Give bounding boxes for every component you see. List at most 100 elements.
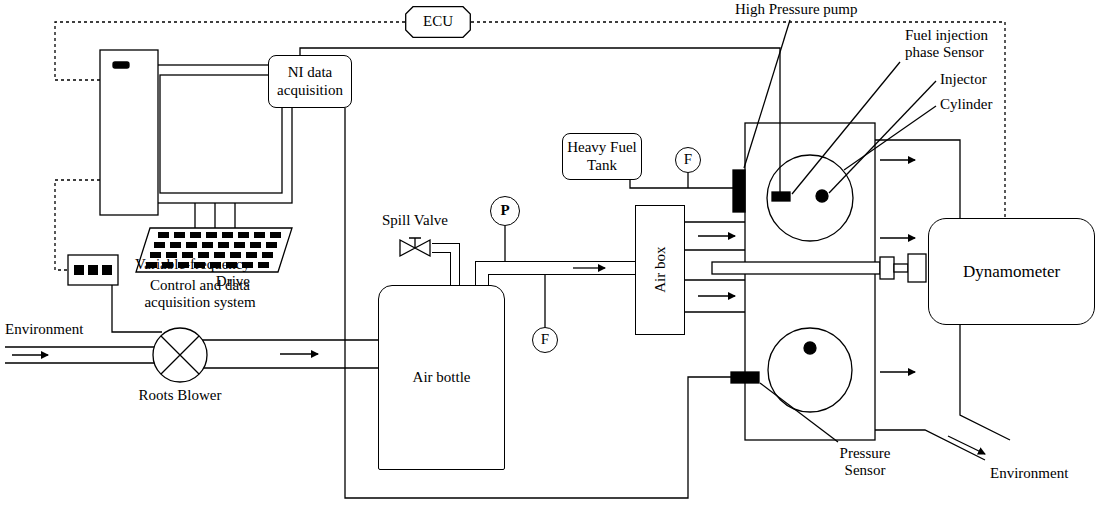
vfd-indicator — [88, 265, 98, 275]
coupling — [894, 264, 908, 272]
keyboard-key — [174, 232, 185, 238]
flow-arrow — [880, 371, 915, 372]
tower-button — [113, 62, 129, 68]
keyboard-key — [258, 262, 269, 268]
part-label: Control and data acquisition system — [125, 277, 275, 312]
leader-line — [844, 106, 936, 170]
pipe-bore — [482, 268, 635, 285]
vfd-indicator — [102, 265, 112, 275]
part-label: Injector — [940, 71, 987, 88]
vfd-box — [68, 255, 118, 285]
air-box: Air box — [635, 205, 685, 335]
leader-line — [760, 383, 838, 442]
node-label: NI data acquisition — [272, 64, 348, 99]
cylinder — [768, 328, 852, 412]
monitor-screen — [160, 75, 282, 193]
node-label: Air bottle — [413, 369, 471, 386]
coupling — [908, 254, 926, 282]
blower-pipe — [202, 340, 378, 368]
part-label: Variable-frequency Drive — [122, 256, 250, 291]
flow-meter: F — [532, 327, 558, 353]
fuel-tank-box: Heavy Fuel Tank — [562, 133, 642, 180]
keyboard-key — [238, 232, 249, 238]
high-pressure-pump — [733, 170, 745, 212]
flow-arrow — [12, 354, 48, 355]
node-label: Air box — [651, 247, 668, 293]
phase-sensor — [772, 192, 790, 201]
connector-line — [471, 22, 1005, 218]
node-label: F — [541, 331, 549, 348]
keyboard-key — [262, 252, 273, 258]
keyboard-key — [222, 232, 233, 238]
fuel-line — [630, 180, 733, 188]
keyboard-key — [202, 242, 213, 248]
signal-wire — [345, 108, 731, 498]
crankshaft — [712, 262, 880, 274]
keyboard-key — [206, 232, 217, 238]
flow-arrow — [698, 235, 735, 236]
pressure-sensor — [731, 372, 759, 383]
keyboard-key — [170, 242, 181, 248]
injector — [816, 190, 828, 202]
node-label: Dynamometer — [963, 262, 1060, 282]
node-label: Heavy Fuel Tank — [566, 139, 638, 174]
air-pipe — [482, 268, 635, 285]
daq-box: NI data acquisition — [268, 55, 352, 108]
pipe-wall — [482, 268, 635, 285]
valve-pipe-bore — [432, 248, 455, 285]
flow-arrow — [880, 159, 915, 160]
part-label: Spill Valve — [365, 212, 465, 229]
signal-wire — [300, 48, 780, 192]
roots-blower — [153, 328, 207, 382]
flow-arrow — [280, 353, 318, 354]
keyboard-key — [154, 242, 165, 248]
leader-line — [744, 20, 790, 168]
keyboard-key — [190, 232, 201, 238]
gauge-stem — [687, 173, 688, 188]
gauge-stem — [504, 226, 505, 261]
valve-pipe — [432, 248, 455, 285]
keyboard-key — [266, 242, 277, 248]
gauge-stem — [544, 275, 545, 327]
flow-meter: F — [675, 147, 701, 173]
keyboard-key — [158, 232, 169, 238]
intake-channel — [685, 222, 745, 312]
node-label: ECU — [423, 13, 453, 30]
keyboard-key — [234, 242, 245, 248]
pressure-gauge: P — [490, 196, 520, 226]
coupling — [880, 257, 894, 279]
vfd-indicator — [74, 265, 84, 275]
part-label: Cylinder — [940, 96, 993, 113]
injector — [804, 342, 816, 354]
leader-line — [829, 81, 936, 193]
environment-label: Environment — [990, 465, 1068, 482]
flow-arrow — [698, 295, 735, 296]
keyboard-key — [270, 232, 281, 238]
flow-arrow — [880, 237, 915, 238]
ecu-outline-shape — [406, 7, 471, 38]
part-label: High Pressure pump — [735, 1, 858, 18]
part-label: Pressure Sensor — [830, 445, 900, 480]
intake-pipe — [5, 347, 155, 363]
ecu-box: ECU — [405, 6, 471, 38]
flow-arrow — [948, 436, 985, 454]
part-label: Fuel injection phase Sensor — [905, 27, 1000, 62]
air-bottle: Air bottle — [378, 285, 505, 470]
computer-tower — [100, 50, 158, 215]
engine-block — [745, 123, 875, 440]
dynamometer-box: Dynamometer — [928, 218, 1095, 325]
signal-connector — [471, 22, 1005, 218]
monitor-stand — [195, 203, 235, 228]
valve-stem — [409, 238, 421, 248]
node-label: P — [500, 202, 509, 219]
keyboard-key — [254, 232, 265, 238]
part-label: Roots Blower — [130, 387, 230, 404]
environment-label: Environment — [5, 321, 83, 338]
keyboard-key — [218, 242, 229, 248]
roots-blower-cross — [161, 336, 199, 374]
flow-arrow — [573, 267, 605, 268]
leader-line — [792, 62, 900, 194]
keyboard-key — [250, 242, 261, 248]
keyboard-key — [186, 242, 197, 248]
